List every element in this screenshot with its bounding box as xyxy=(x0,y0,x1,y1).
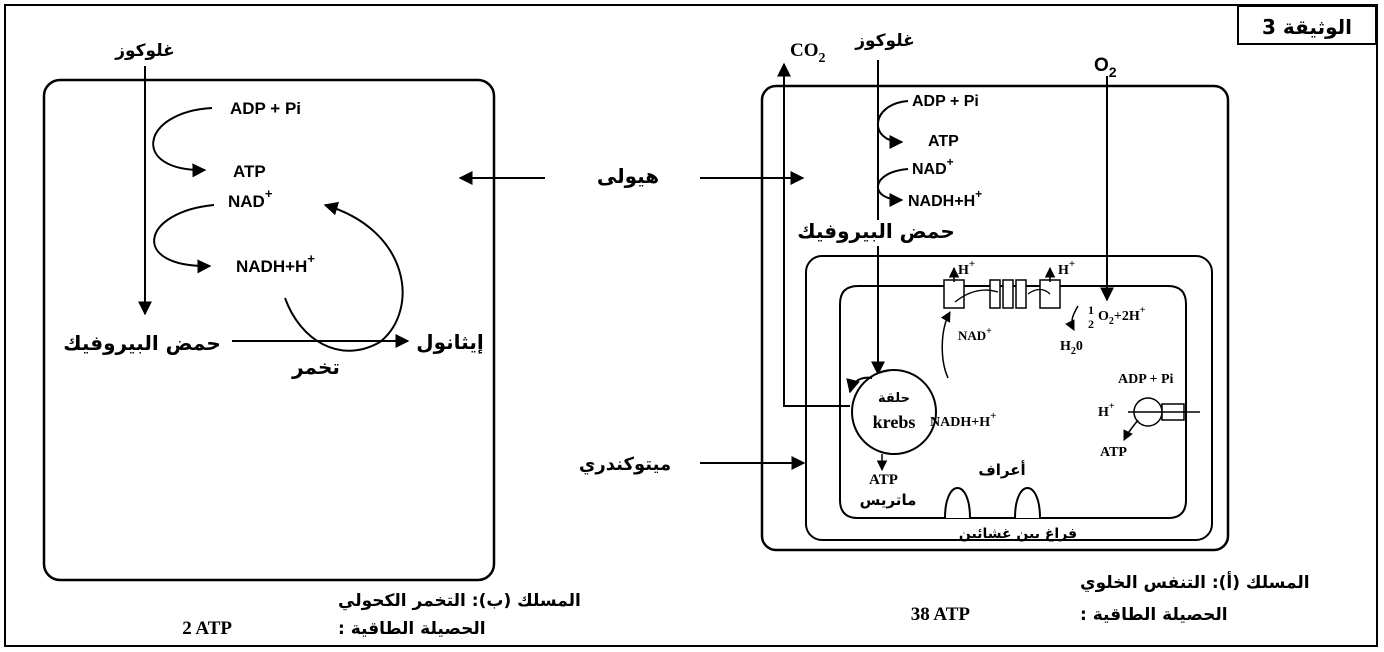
b-fermentation-label: تخمر xyxy=(291,355,340,379)
b-pyruvic-acid: حمض البيروفيك xyxy=(63,331,221,355)
water-arrow xyxy=(1065,305,1079,331)
synthase-atp: ATP xyxy=(1100,445,1127,460)
cristae-label: أعراف xyxy=(978,460,1025,479)
synthase-atp-arrow xyxy=(1123,419,1139,441)
atp-synthase xyxy=(1128,397,1200,427)
o2-reaction: O2+2H+ xyxy=(1098,305,1146,327)
mitochondrion-label: ميتوكندري xyxy=(579,454,671,475)
half-den: 2 xyxy=(1088,317,1094,331)
a-nadh: NADH+H+ xyxy=(908,187,982,210)
b-nadh: NADH+H+ xyxy=(236,251,315,276)
crista-2 xyxy=(1014,487,1041,519)
a-atp-arrow xyxy=(876,100,909,149)
a-adp-pi: ADP + Pi xyxy=(912,93,979,110)
krebs-label-ar: حلقة xyxy=(878,391,910,406)
mitochondrion-inner-membrane xyxy=(839,285,1187,519)
document-tag: الوثيقة 3 xyxy=(1237,5,1377,45)
a-co2-arrow xyxy=(777,62,850,407)
synthase-adp-pi: ADP + Pi xyxy=(1118,372,1174,387)
a-co2: CO2 xyxy=(790,40,826,66)
respiratory-chain xyxy=(943,279,1061,309)
pathway-a-cell xyxy=(760,84,1230,552)
b-nad: NAD+ xyxy=(228,186,273,211)
b-atp-arrow xyxy=(152,107,213,178)
b-caption-yield-label: الحصيلة الطاقية : xyxy=(338,619,486,639)
synthase-h: H+ xyxy=(1098,401,1115,420)
a-caption-yield-value: 38 ATP xyxy=(911,604,971,625)
half-num: 1 xyxy=(1088,303,1094,317)
b-adp-pi: ADP + Pi xyxy=(230,99,301,118)
krebs-cycle-arrow xyxy=(846,376,873,394)
b-caption-title: المسلك (ب): التخمر الكحولي xyxy=(338,591,581,611)
b-nadh-arrow xyxy=(153,204,215,274)
matrix-atp: ATP xyxy=(869,472,898,488)
h-plus-1: H+ xyxy=(958,258,975,278)
a-caption-title: المسلك (أ): التنفس الخلوي xyxy=(1080,571,1310,593)
water: H20 xyxy=(1060,339,1083,357)
krebs-label-en: krebs xyxy=(873,412,916,432)
b-glucose-label: غلوكوز xyxy=(114,41,175,61)
cytoplasm-label: هيولى xyxy=(597,164,659,188)
intermembrane-space-label: فراغ بين غشائين xyxy=(959,526,1077,542)
chain-nad: NAD+ xyxy=(958,326,992,343)
a-caption-yield-label: الحصيلة الطاقية : xyxy=(1080,605,1228,625)
a-pyruvic-acid: حمض البيروفيك xyxy=(797,219,955,243)
b-caption-yield-value: 2 ATP xyxy=(182,618,232,639)
chain-nadh: NADH+H+ xyxy=(930,410,996,430)
document-tag-label: الوثيقة 3 xyxy=(1262,15,1352,39)
b-nad-regeneration-arrow xyxy=(284,201,404,352)
mitochondrion-outer-membrane xyxy=(805,255,1213,541)
a-o2: O2 xyxy=(1094,55,1117,80)
pathway-b-cell xyxy=(42,78,496,582)
b-atp: ATP xyxy=(233,162,266,181)
document-frame xyxy=(4,4,1378,647)
crista-1 xyxy=(944,487,971,519)
h-plus-2: H+ xyxy=(1058,258,1075,278)
a-nad: NAD+ xyxy=(912,155,954,178)
a-glucose-label: غلوكوز xyxy=(854,31,915,51)
krebs-cycle xyxy=(851,369,937,455)
matrix-label: ماتريس xyxy=(860,491,917,509)
b-ethanol: إيثانول xyxy=(416,330,483,354)
a-nadh-arrow xyxy=(876,168,909,207)
chain-nad-arrow xyxy=(940,311,951,379)
a-atp: ATP xyxy=(928,133,959,150)
